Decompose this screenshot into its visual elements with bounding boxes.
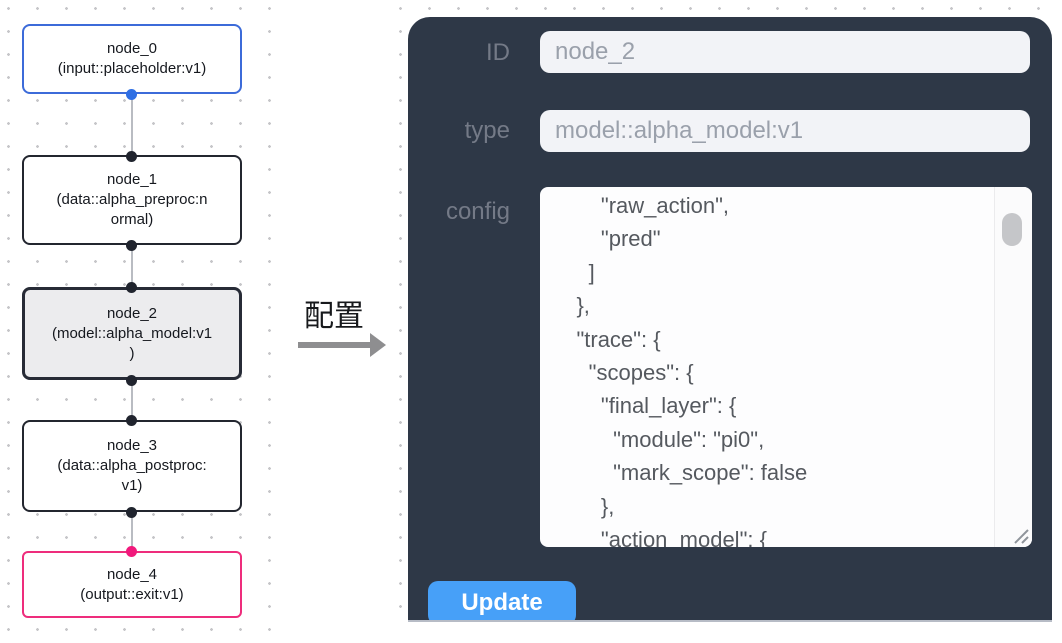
edge-node2-node3 bbox=[131, 380, 133, 421]
port-node_2-output[interactable] bbox=[126, 375, 137, 386]
config-label: config bbox=[445, 198, 510, 225]
resize-handle-icon[interactable] bbox=[1010, 525, 1030, 545]
scrollbar-track[interactable] bbox=[994, 187, 1032, 547]
graph-canvas[interactable]: node_0 (input::placeholder:v1) node_1 (d… bbox=[0, 0, 276, 643]
id-input[interactable] bbox=[540, 31, 1030, 73]
port-node_4-input[interactable] bbox=[126, 546, 137, 557]
port-node_0-output[interactable] bbox=[126, 89, 137, 100]
scrollbar-thumb[interactable] bbox=[1002, 213, 1022, 246]
port-node_1-input[interactable] bbox=[126, 151, 137, 162]
port-node_2-input[interactable] bbox=[126, 282, 137, 293]
port-node_3-output[interactable] bbox=[126, 507, 137, 518]
node-node_3[interactable]: node_3 (data::alpha_postproc: v1) bbox=[22, 420, 242, 512]
id-label: ID bbox=[486, 39, 510, 66]
type-label: type bbox=[464, 117, 510, 144]
type-input[interactable] bbox=[540, 110, 1030, 152]
config-panel: ID type config "raw_action", "pred" ] },… bbox=[408, 17, 1052, 622]
config-editor[interactable]: "raw_action", "pred" ] }, "trace": { "sc… bbox=[540, 187, 1032, 547]
node-node_0[interactable]: node_0 (input::placeholder:v1) bbox=[22, 24, 242, 94]
config-json-text: "raw_action", "pred" ] }, "trace": { "sc… bbox=[576, 193, 808, 547]
edge-node0-node1 bbox=[131, 95, 133, 157]
node-node_4[interactable]: node_4 (output::exit:v1) bbox=[22, 551, 242, 618]
node-node_2-selected[interactable]: node_2 (model::alpha_model:v1 ) bbox=[22, 287, 242, 380]
port-node_3-input[interactable] bbox=[126, 415, 137, 426]
node-node_1[interactable]: node_1 (data::alpha_preproc:n ormal) bbox=[22, 155, 242, 245]
update-button[interactable]: Update bbox=[428, 581, 576, 620]
port-node_1-output[interactable] bbox=[126, 240, 137, 251]
right-arrow-icon bbox=[298, 342, 372, 348]
right-arrow-head-icon bbox=[370, 333, 386, 357]
edge-node3-node4 bbox=[131, 512, 133, 552]
annotation-label: 配置 bbox=[304, 300, 364, 333]
edge-node1-node2 bbox=[131, 245, 133, 288]
